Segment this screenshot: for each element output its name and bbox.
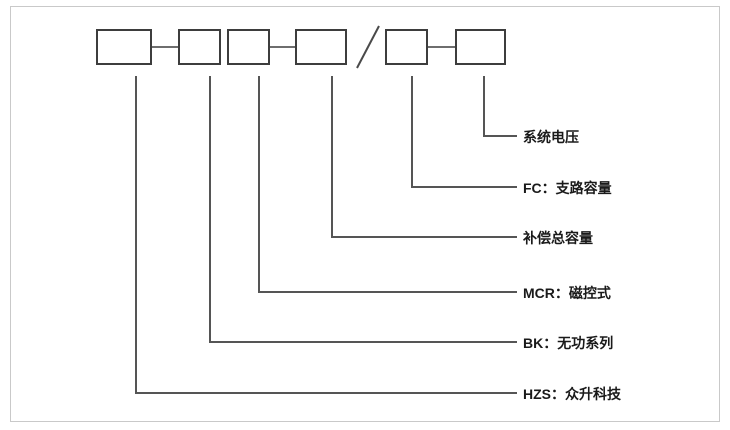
label-fc: FC：支路容量 [523, 180, 612, 196]
box-connector [270, 46, 295, 48]
code-box-hzs [96, 29, 152, 65]
slash-separator [356, 25, 380, 69]
code-box-capacity [295, 29, 347, 65]
label-bk: BK：无功系列 [523, 335, 614, 351]
code-box-fc [385, 29, 428, 65]
leader-line-bk [209, 76, 517, 343]
leader-line-system-voltage [483, 76, 517, 137]
code-box-bk [178, 29, 221, 65]
box-connector [428, 46, 455, 48]
code-box-voltage [455, 29, 506, 65]
label-hzs: HZS：众升科技 [523, 386, 621, 402]
leader-line-fc [411, 76, 517, 188]
label-total-capacity: 补偿总容量 [523, 230, 593, 246]
leader-line-total-capacity [331, 76, 517, 238]
diagram-frame [10, 6, 720, 422]
leader-line-hzs [135, 76, 517, 394]
label-mcr: MCR：磁控式 [523, 285, 611, 301]
label-system-voltage: 系统电压 [523, 129, 579, 145]
box-connector [152, 46, 178, 48]
leader-line-mcr [258, 76, 517, 293]
code-box-mcr [227, 29, 270, 65]
